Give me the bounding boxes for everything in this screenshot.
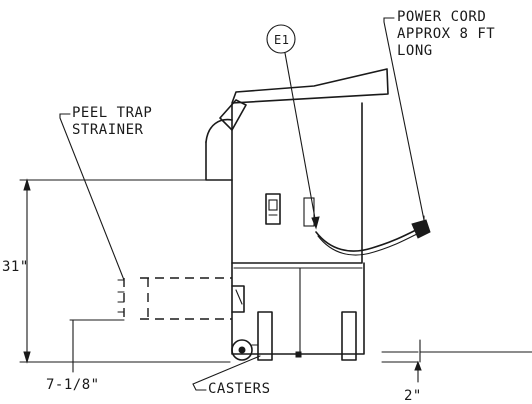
base-stand xyxy=(231,262,365,355)
e1-callout xyxy=(266,24,320,230)
offset-dimension-label: 7-1/8" xyxy=(46,377,100,393)
clearance-dimension-label: 2" xyxy=(404,388,422,404)
e1-arrow-icon xyxy=(311,216,320,230)
casters-label: CASTERS xyxy=(208,381,271,397)
peel-trap-label-line1: PEEL TRAP xyxy=(72,105,152,121)
power-plug-icon xyxy=(411,219,431,239)
floor-line xyxy=(381,339,532,363)
control-panel xyxy=(265,193,315,227)
caster-leg-left xyxy=(257,311,273,361)
casters-leader xyxy=(192,355,261,391)
clearance-dimension xyxy=(414,360,422,383)
upper-cabinet xyxy=(231,102,363,264)
machine-body xyxy=(231,68,389,355)
power-cord-label-line3: LONG xyxy=(397,43,433,59)
height-dimension-label: 31" xyxy=(2,259,29,275)
power-cord-label-line2: APPROX 8 FT xyxy=(397,26,495,42)
caster-wheel-icon xyxy=(231,339,253,361)
e1-callout-label: E1 xyxy=(274,33,289,47)
strainer-housing xyxy=(231,285,245,313)
chute-handle xyxy=(219,99,247,131)
peel-trap-label-line2: STRAINER xyxy=(72,122,144,138)
caster-leg-right xyxy=(341,311,357,361)
power-cord-leader xyxy=(383,17,425,221)
height-dimension xyxy=(19,178,231,364)
machine-lid xyxy=(231,68,389,104)
peel-trap-strainer-outline xyxy=(117,277,232,320)
peel-trap-chute xyxy=(205,99,247,181)
power-cord-label-line1: POWER CORD xyxy=(397,9,486,25)
peel-trap-leader xyxy=(59,113,125,281)
power-cord xyxy=(315,215,431,256)
casters xyxy=(231,311,357,361)
offset-dimension xyxy=(69,319,125,373)
